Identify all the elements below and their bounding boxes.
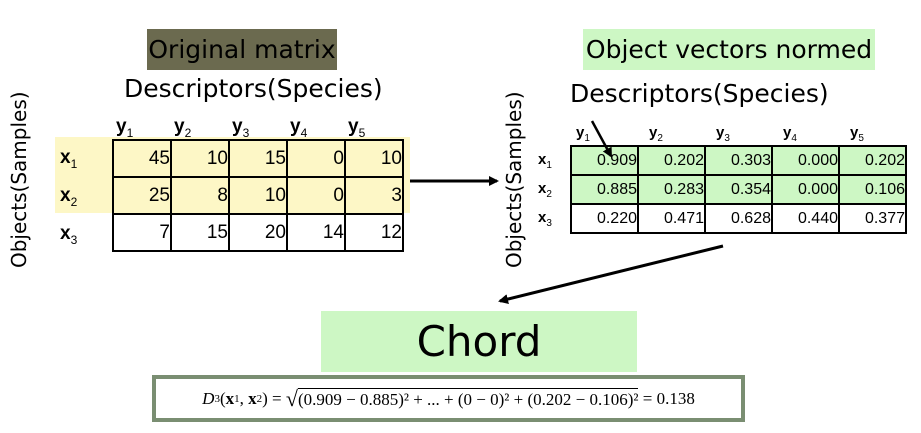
matrix-cell: 0.000 bbox=[771, 145, 840, 176]
matrix-cell: 10 bbox=[228, 176, 288, 215]
matrix-cell: 0.885 bbox=[570, 174, 639, 205]
matrix-cell: 0.471 bbox=[637, 203, 706, 234]
matrix-cell: 7 bbox=[112, 213, 172, 252]
arrow-down-left bbox=[498, 244, 724, 304]
original-matrix-table: 45 10 15 0 10 25 8 10 0 3 7 15 20 14 12 bbox=[112, 139, 404, 252]
right-col-header-4: y4 bbox=[783, 124, 797, 144]
right-row-header-3: x3 bbox=[538, 209, 552, 229]
matrix-cell: 0.202 bbox=[637, 145, 706, 176]
normed-matrix-table: 0.909 0.202 0.303 0.000 0.202 0.885 0.28… bbox=[570, 145, 907, 234]
table-row: 0.220 0.471 0.628 0.440 0.377 bbox=[570, 203, 907, 234]
matrix-cell: 0.628 bbox=[704, 203, 773, 234]
formula-result: = 0.138 bbox=[642, 388, 695, 408]
formula-arg1-sub: 1 bbox=[234, 392, 240, 405]
right-row-header-2: x2 bbox=[538, 180, 552, 200]
formula-arg2-sub: 2 bbox=[256, 392, 263, 405]
sqrt-icon: √ bbox=[285, 385, 298, 411]
matrix-cell: 0.909 bbox=[570, 145, 639, 176]
matrix-cell: 10 bbox=[170, 139, 230, 178]
matrix-cell: 0.303 bbox=[704, 145, 773, 176]
left-row-header-3: x3 bbox=[60, 223, 78, 247]
arrow-pointer bbox=[590, 120, 613, 158]
table-row: 25 8 10 0 3 bbox=[112, 176, 404, 215]
matrix-cell: 45 bbox=[112, 139, 172, 178]
right-descriptors-label: Descriptors(Species) bbox=[570, 79, 829, 108]
matrix-cell: 0.283 bbox=[637, 174, 706, 205]
table-row: 0.885 0.283 0.354 0.000 0.106 bbox=[570, 174, 907, 205]
matrix-cell: 12 bbox=[344, 213, 404, 252]
matrix-cell: 15 bbox=[228, 139, 288, 178]
left-col-header-3: y3 bbox=[232, 116, 250, 140]
right-row-header-1: x1 bbox=[538, 151, 552, 171]
left-row-header-1: x1 bbox=[60, 147, 78, 171]
right-col-header-2: y2 bbox=[649, 124, 663, 144]
left-descriptors-label: Descriptors(Species) bbox=[124, 74, 383, 103]
matrix-cell: 0.354 bbox=[704, 174, 773, 205]
left-col-header-4: y4 bbox=[290, 116, 308, 140]
matrix-cell: 15 bbox=[170, 213, 230, 252]
matrix-cell: 20 bbox=[228, 213, 288, 252]
table-row: 45 10 15 0 10 bbox=[112, 139, 404, 178]
formula-arg1: x bbox=[225, 388, 235, 408]
formula-radicand: (0.909 − 0.885)² + ... + (0 − 0)² + (0.2… bbox=[297, 387, 639, 409]
formula-func: D bbox=[202, 388, 215, 408]
formula-arg2: x bbox=[248, 388, 257, 408]
left-col-header-5: y5 bbox=[348, 116, 366, 140]
right-col-header-5: y5 bbox=[850, 124, 864, 144]
matrix-cell: 0.440 bbox=[771, 203, 840, 234]
matrix-cell: 14 bbox=[286, 213, 346, 252]
matrix-cell: 0.000 bbox=[771, 174, 840, 205]
matrix-cell: 3 bbox=[344, 176, 404, 215]
left-row-header-2: x2 bbox=[60, 185, 78, 209]
chord-distance-title: Chord Distance bbox=[321, 311, 637, 427]
matrix-cell: 0.377 bbox=[838, 203, 907, 234]
left-col-header-1: y1 bbox=[116, 116, 134, 140]
matrix-cell: 25 bbox=[112, 176, 172, 215]
formula-func-sub: 3 bbox=[214, 392, 220, 405]
left-col-header-2: y2 bbox=[174, 116, 192, 140]
matrix-cell: 0 bbox=[286, 139, 346, 178]
matrix-cell: 0.106 bbox=[838, 174, 907, 205]
matrix-cell: 0.220 bbox=[570, 203, 639, 234]
matrix-cell: 10 bbox=[344, 139, 404, 178]
matrix-cell: 8 bbox=[170, 176, 230, 215]
table-row: 0.909 0.202 0.303 0.000 0.202 bbox=[570, 145, 907, 176]
matrix-cell: 0 bbox=[286, 176, 346, 215]
original-matrix-title: Original matrix bbox=[147, 29, 337, 70]
matrix-cell: 0.202 bbox=[838, 145, 907, 176]
table-row: 7 15 20 14 12 bbox=[112, 213, 404, 252]
right-col-header-3: y3 bbox=[716, 124, 730, 144]
right-col-header-1: y1 bbox=[576, 124, 590, 144]
normed-vectors-title: Object vectors normed bbox=[583, 29, 875, 70]
